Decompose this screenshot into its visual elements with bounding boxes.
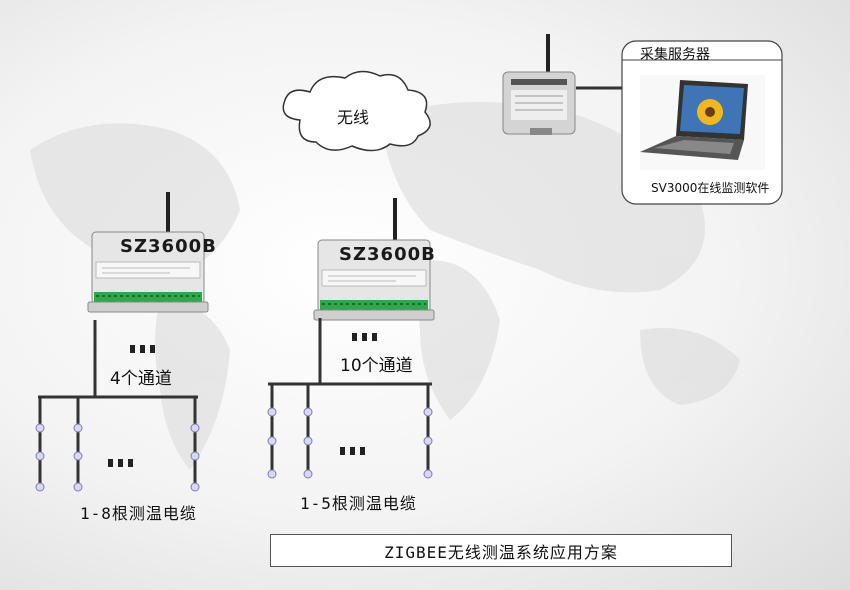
laptop-image [640,75,765,170]
wireless-cloud [282,70,431,152]
device-1-model: SZ3600B [120,236,217,257]
footer-title: ZIGBEE无线测温系统应用方案 [384,542,618,562]
device-1-cables: 1-8根测温电缆 [80,504,197,523]
sensor-nodes-1 [35,423,200,492]
device-2-cables: 1-5根测温电缆 [300,494,417,513]
node-device-2 [313,198,435,321]
cloud-label: 无线 [337,108,370,127]
footer-title-box: ZIGBEE无线测温系统应用方案 [270,534,732,567]
server-title: 采集服务器 [640,47,710,63]
cable-tree-2 [268,318,432,478]
sensor-nodes-2 [267,407,433,479]
node-device-1 [87,192,209,313]
gateway-device [502,34,576,135]
server-caption: SV3000在线监测软件 [651,181,770,195]
cable-tree-1 [38,320,198,490]
device-2-channels: 10个通道 [340,356,413,376]
device-2-model: SZ3600B [339,244,436,265]
ellipsis-dots [108,333,377,467]
device-1-channels: 4个通道 [110,369,172,389]
